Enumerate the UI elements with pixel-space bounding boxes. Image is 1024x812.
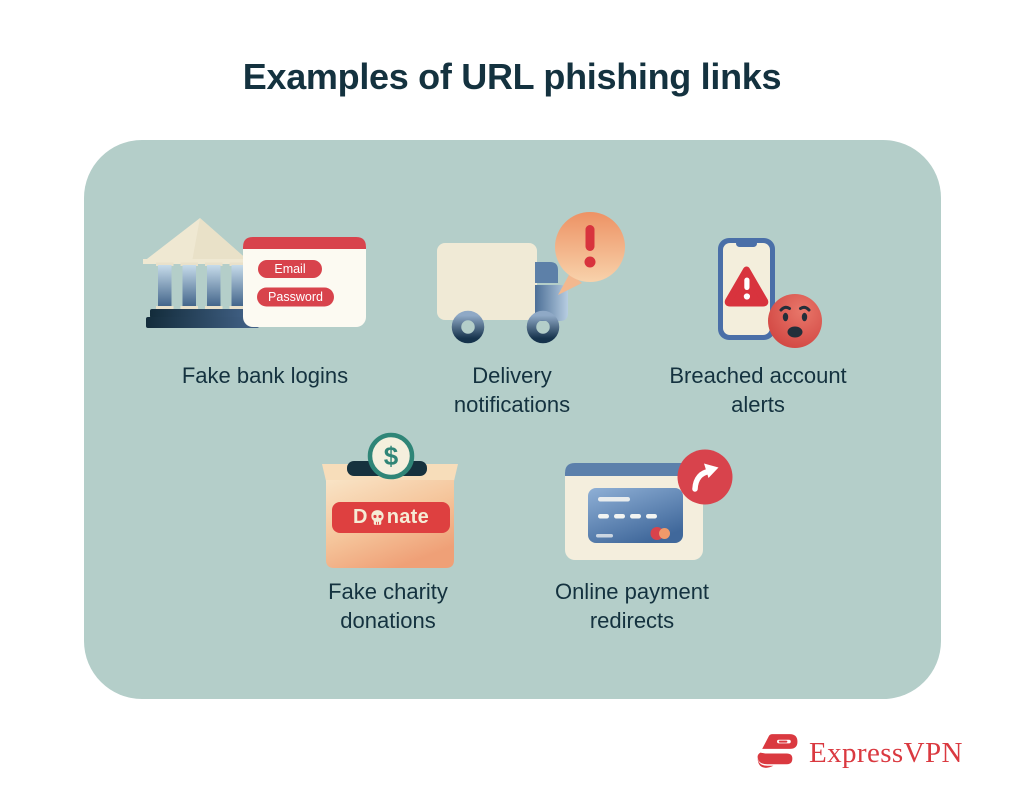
worried-emoji-icon <box>768 294 822 348</box>
truck-wheel-front <box>451 310 485 344</box>
dollar-coin-icon: $ <box>367 432 415 480</box>
skull-icon <box>371 510 384 525</box>
donate-label-prefix: D <box>352 506 368 528</box>
truck-body <box>437 243 537 320</box>
password-field[interactable] <box>257 287 334 307</box>
email-field[interactable] <box>258 260 322 278</box>
warning-triangle-icon <box>724 266 769 307</box>
alert-speech-bubble-icon <box>555 212 625 295</box>
item-label-fake-bank-logins: Fake bank logins <box>181 363 349 388</box>
brand-logo: ExpressVPN <box>753 724 963 782</box>
donate-button[interactable]: D nate <box>332 502 450 533</box>
dollar-sign: $ <box>384 441 399 471</box>
browser-header-bar <box>565 463 703 476</box>
card-header-bar <box>243 237 366 249</box>
donate-label-suffix: nate <box>386 506 430 528</box>
password-field-label: Password <box>268 290 323 304</box>
delivery-truck-icon <box>437 212 625 344</box>
phone-alert-icon <box>718 238 822 348</box>
item-label-fake-charity-donations: Fake charity donations <box>328 579 448 633</box>
item-label-breached-account-alerts: Breached account alerts <box>669 363 847 417</box>
credit-card-icon <box>588 488 683 543</box>
bank-building-icon <box>143 218 259 328</box>
truck-wheel-rear <box>526 310 560 344</box>
redirect-arrow-icon <box>677 449 733 505</box>
item-label-delivery-notifications: Delivery notifications <box>453 363 571 417</box>
donation-box-icon: $ <box>322 432 458 568</box>
truck-cab-top <box>535 262 558 283</box>
page-title: Examples of URL phishing links <box>242 56 782 97</box>
email-field-label: Email <box>274 262 305 276</box>
brand-name: ExpressVPN <box>809 736 963 769</box>
bank-login-icon: Email Password <box>143 218 366 328</box>
content-panel <box>84 140 941 699</box>
item-label-online-payment-redirects: Online payment redirects <box>554 579 710 633</box>
payment-redirect-icon <box>565 449 733 560</box>
exclamation-mark-icon <box>584 225 596 268</box>
expressvpn-mark-icon <box>757 734 798 768</box>
login-card: Email Password <box>243 237 366 327</box>
